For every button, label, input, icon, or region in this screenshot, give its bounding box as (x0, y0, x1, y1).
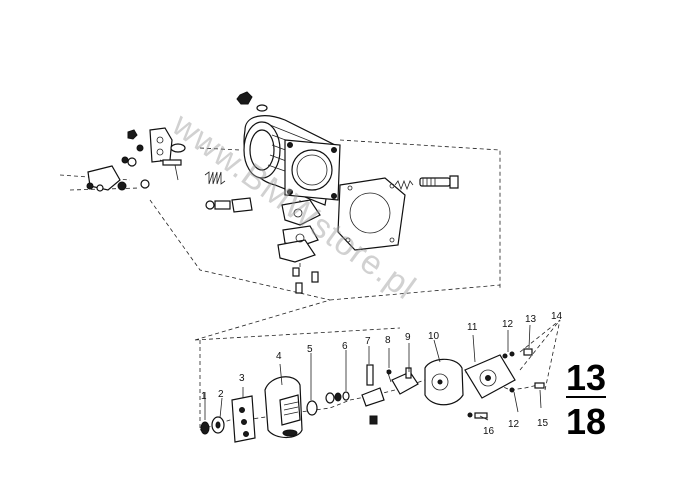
adjust-screw (394, 175, 459, 191)
callout-8: 8 (385, 335, 391, 346)
upper-assembly (59, 91, 501, 301)
callout-15: 15 (537, 418, 549, 429)
part-4-cam-disk (264, 376, 303, 439)
part-6-nut (325, 391, 350, 404)
part-3-plate (231, 395, 256, 443)
part-12-clip (502, 351, 515, 393)
part-11-cover (464, 354, 516, 399)
part-5-washer (306, 400, 318, 416)
callout-10: 10 (428, 331, 440, 342)
throttle-body (243, 115, 341, 206)
part-9-lever (391, 367, 419, 395)
throttle-lever (277, 199, 321, 263)
callout-9: 9 (405, 332, 411, 343)
callout-12b: 12 (508, 419, 520, 430)
part-16-screw (467, 412, 488, 419)
callout-7: 7 (365, 336, 371, 347)
callout-12a: 12 (502, 319, 514, 330)
part-1-bushing (200, 421, 210, 435)
part-2-washer (211, 416, 225, 434)
callout-3: 3 (239, 373, 245, 384)
nut-top (236, 91, 268, 112)
part-13-screw (523, 348, 533, 356)
callout-14: 14 (551, 311, 563, 322)
part-7-bolt (361, 364, 385, 425)
mounting-screws (292, 267, 319, 294)
part-8-pin (386, 369, 392, 383)
lever-bracket (86, 127, 186, 192)
lower-assembly (194, 299, 561, 443)
part-10-housing (424, 358, 464, 406)
callout-1: 1 (201, 391, 207, 402)
callout-2: 2 (218, 389, 224, 400)
group-label-top: 13 (566, 357, 606, 398)
callout-6: 6 (342, 341, 348, 352)
gasket (337, 177, 406, 251)
callout-4: 4 (276, 351, 282, 362)
callout-16: 16 (483, 426, 495, 437)
part-15-screw (534, 382, 545, 389)
group-label-bottom: 18 (566, 401, 606, 442)
callout-11: 11 (467, 322, 478, 333)
callout-labels: 1 2 3 4 5 6 7 8 9 10 11 12 13 14 12 15 1… (201, 311, 563, 437)
return-spring (204, 171, 253, 213)
callout-13: 13 (525, 314, 537, 325)
callout-5: 5 (307, 344, 313, 355)
group-label: 13 18 (566, 357, 606, 442)
